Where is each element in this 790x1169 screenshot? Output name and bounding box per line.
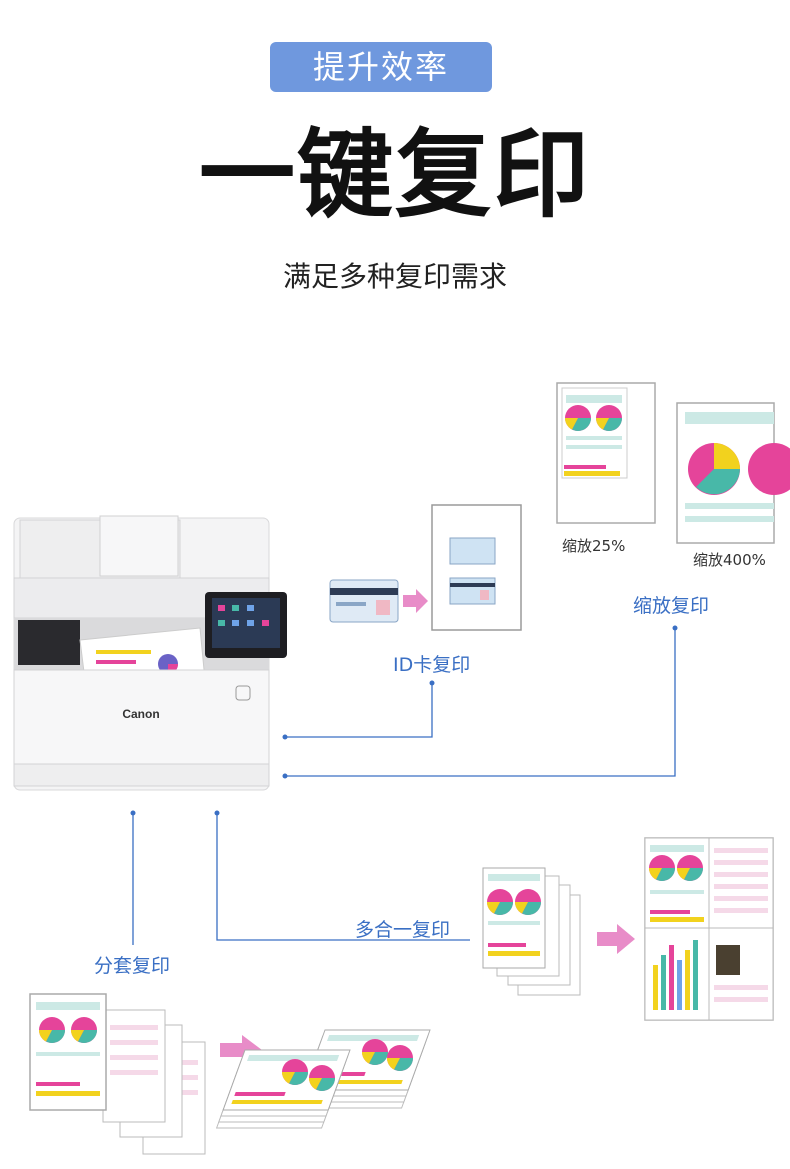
zoom-25-label: 缩放25%	[562, 537, 626, 555]
nup-arrow	[597, 924, 635, 954]
collate-stack	[29, 993, 206, 1155]
zoom-25-sheet	[556, 382, 656, 524]
id-arrow	[403, 589, 428, 613]
zoom-400-sheet	[676, 402, 790, 544]
nup-copy-label: 多合一复印	[355, 919, 451, 941]
nup-result	[644, 837, 774, 1021]
collate-result	[215, 1029, 431, 1129]
id-copy-connector	[285, 683, 433, 738]
nup-stack	[482, 867, 581, 996]
collate-copy-label: 分套复印	[94, 955, 171, 977]
efficiency-badge: 提升效率	[270, 42, 492, 92]
page-title: 一键复印	[199, 119, 591, 231]
id-copy-label: ID卡复印	[393, 654, 471, 676]
printer-illustration: Canon	[13, 515, 287, 791]
printer-brand: Canon	[122, 707, 159, 721]
page-subtitle: 满足多种复印需求	[282, 260, 507, 293]
zoom-copy-label: 缩放复印	[633, 595, 710, 617]
nup-connector	[216, 813, 470, 941]
connector-dots	[130, 625, 678, 816]
zoom-copy-connector	[285, 628, 676, 777]
id-card-original	[329, 579, 399, 623]
connector-lines	[132, 628, 676, 945]
zoom-400-label: 缩放400%	[693, 551, 766, 569]
id-copy-sheet	[431, 504, 522, 631]
